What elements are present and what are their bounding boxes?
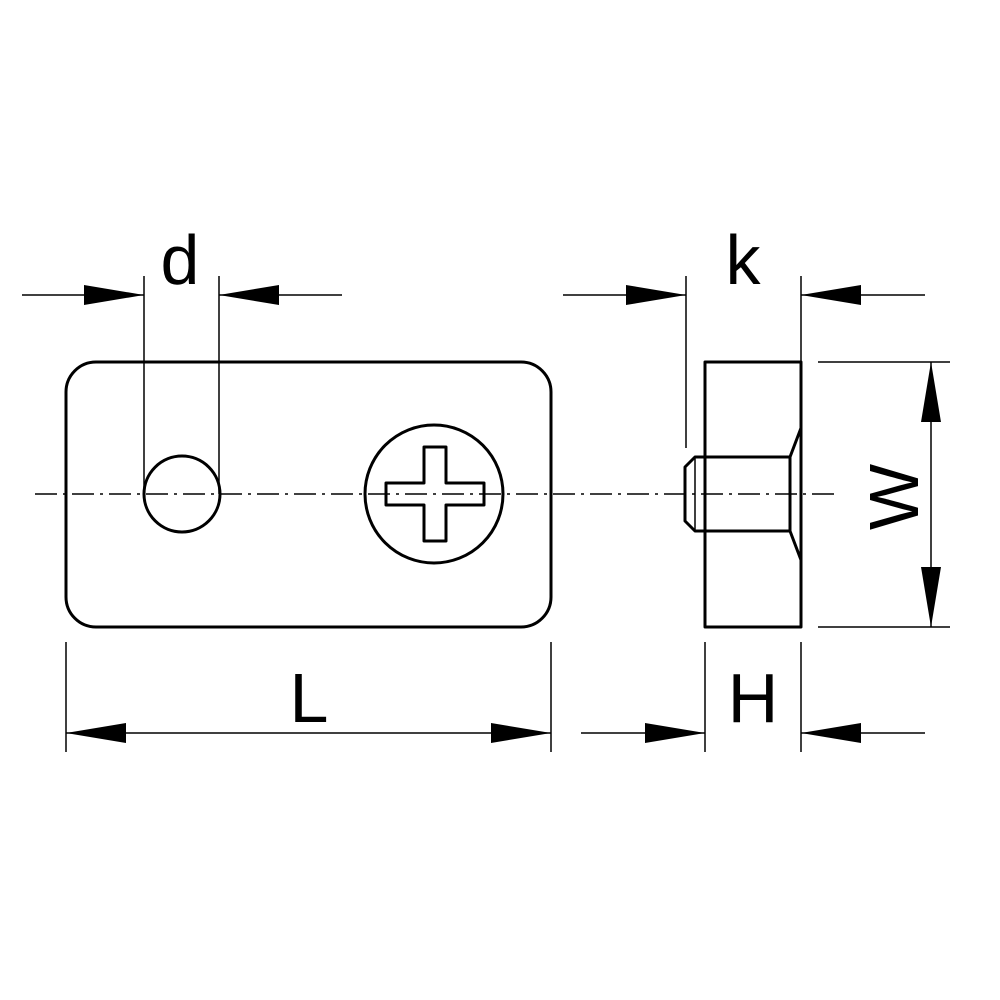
arrowhead [801, 723, 861, 743]
screw-shank [683, 455, 790, 533]
phillips-cross-icon [384, 445, 486, 543]
dimension-l: L [65, 642, 552, 752]
dimension-h: H [581, 642, 925, 752]
arrowhead [801, 285, 861, 305]
arrowhead [66, 723, 126, 743]
arrowhead [219, 285, 279, 305]
label-h: H [728, 659, 779, 737]
dimension-k: k [563, 221, 925, 448]
arrowhead [921, 567, 941, 627]
screw-head [363, 423, 505, 565]
label-l: L [290, 659, 329, 737]
label-d: d [161, 221, 200, 299]
arrowhead [491, 723, 551, 743]
label-k: k [726, 221, 762, 299]
arrowhead [626, 285, 686, 305]
arrowhead [84, 285, 144, 305]
arrowhead [921, 362, 941, 422]
label-w: W [855, 464, 933, 530]
dimension-w: W [818, 361, 950, 628]
arrowhead [645, 723, 705, 743]
dimension-d: d [22, 221, 342, 494]
